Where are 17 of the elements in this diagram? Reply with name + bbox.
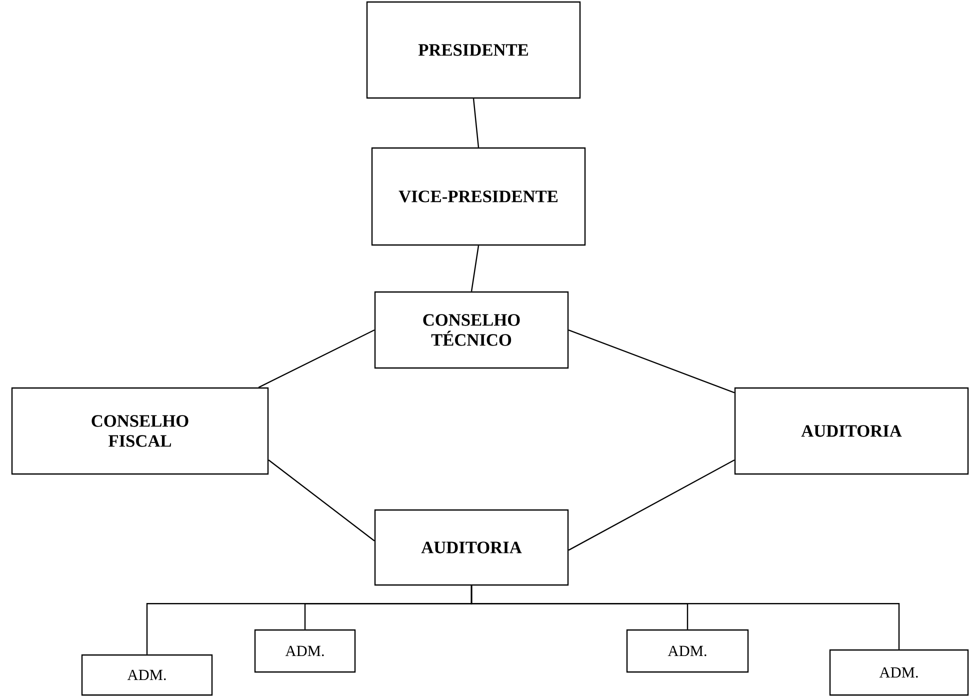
connector-line (470, 246, 480, 292)
connector-line (472, 98, 480, 148)
org-box: ADM. (254, 629, 356, 673)
org-box: ADM. (81, 654, 213, 696)
org-box: CONSELHO FISCAL (11, 387, 269, 475)
connector-line (568, 459, 735, 551)
org-box: ADM. (829, 649, 969, 696)
org-box: VICE-PRESIDENTE (371, 147, 586, 246)
connector-line (268, 460, 375, 542)
org-box: AUDITORIA (734, 387, 969, 475)
org-box: PRESIDENTE (366, 1, 581, 99)
connector-line (470, 586, 900, 650)
org-box: CONSELHO TÉCNICO (374, 291, 569, 369)
connector-line (568, 329, 735, 394)
connector-line (258, 329, 375, 388)
org-box: ADM. (626, 629, 749, 673)
org-box: AUDITORIA (374, 509, 569, 586)
